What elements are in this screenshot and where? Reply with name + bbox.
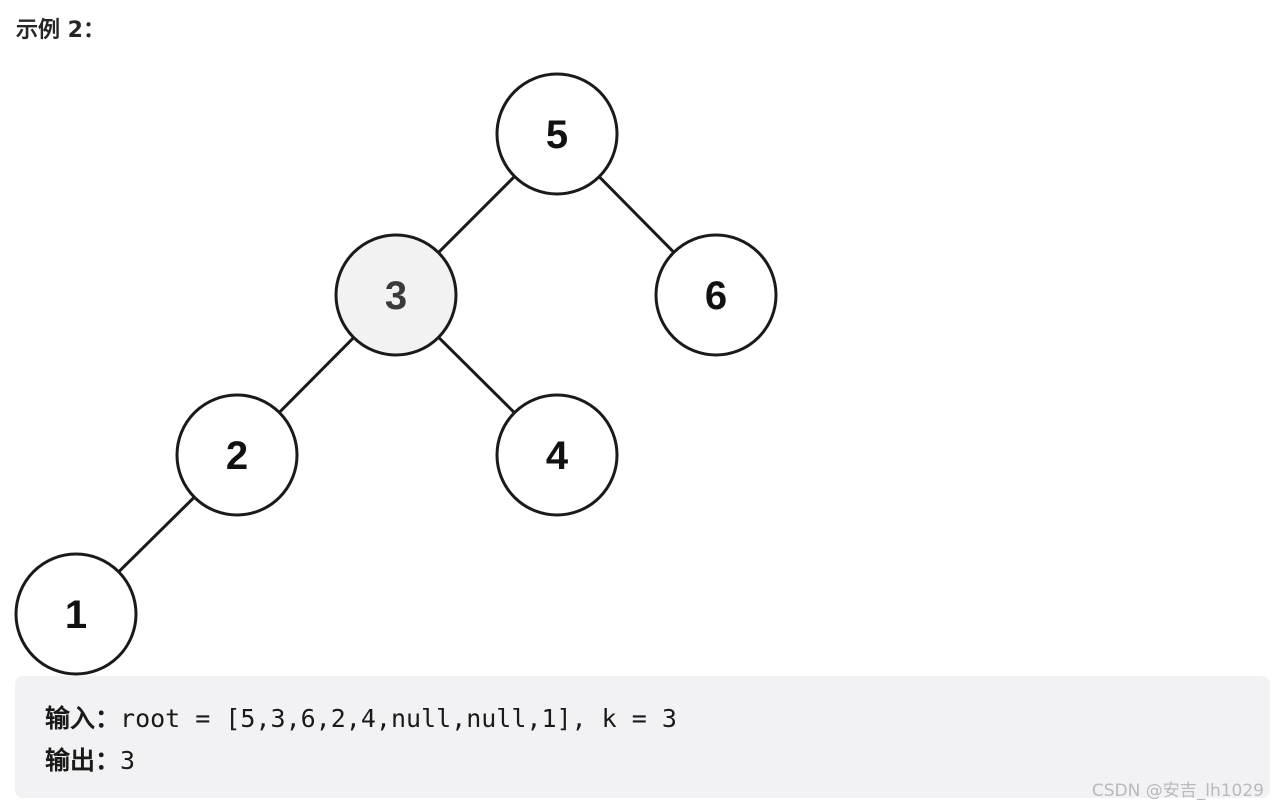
tree-node-5: 5: [495, 72, 619, 196]
node-circle: [495, 393, 619, 517]
edge-n3-n4: [437, 336, 516, 414]
tree-node-3: 3: [334, 233, 458, 357]
output-line: 输出：3: [45, 740, 1240, 782]
csdn-watermark: CSDN @安吉_lh1029: [1091, 781, 1264, 801]
node-circle: [495, 72, 619, 196]
node-label: 3: [385, 274, 407, 318]
edge-n2-n1: [117, 496, 196, 573]
tree-node-4: 4: [495, 393, 619, 517]
output-value: 3: [120, 746, 136, 775]
tree-node-6: 6: [654, 233, 778, 357]
node-circle: [14, 552, 138, 676]
input-label: 输入：: [45, 704, 121, 733]
input-value: root = [5,3,6,2,4,null,null,1], k = 3: [120, 704, 677, 733]
node-circle: [175, 393, 299, 517]
node-label: 5: [546, 113, 568, 157]
node-label: 4: [546, 434, 569, 478]
edge-n5-n3: [437, 175, 516, 254]
edge-n5-n6: [598, 175, 675, 254]
node-label: 1: [65, 593, 87, 637]
node-label: 6: [705, 274, 727, 318]
output-label: 输出：: [45, 746, 121, 775]
example-code-block: 输入：root = [5,3,6,2,4,null,null,1], k = 3…: [15, 676, 1270, 798]
node-label: 2: [226, 434, 248, 478]
binary-tree-diagram: 5 3 6 2 4 1: [14, 72, 778, 676]
tree-node-1: 1: [14, 552, 138, 676]
example-heading: 示例 2：: [16, 18, 105, 43]
input-line: 输入：root = [5,3,6,2,4,null,null,1], k = 3: [45, 698, 1240, 740]
node-circle: [334, 233, 458, 357]
tree-node-2: 2: [175, 393, 299, 517]
node-circle: [654, 233, 778, 357]
edge-n3-n2: [278, 336, 355, 414]
